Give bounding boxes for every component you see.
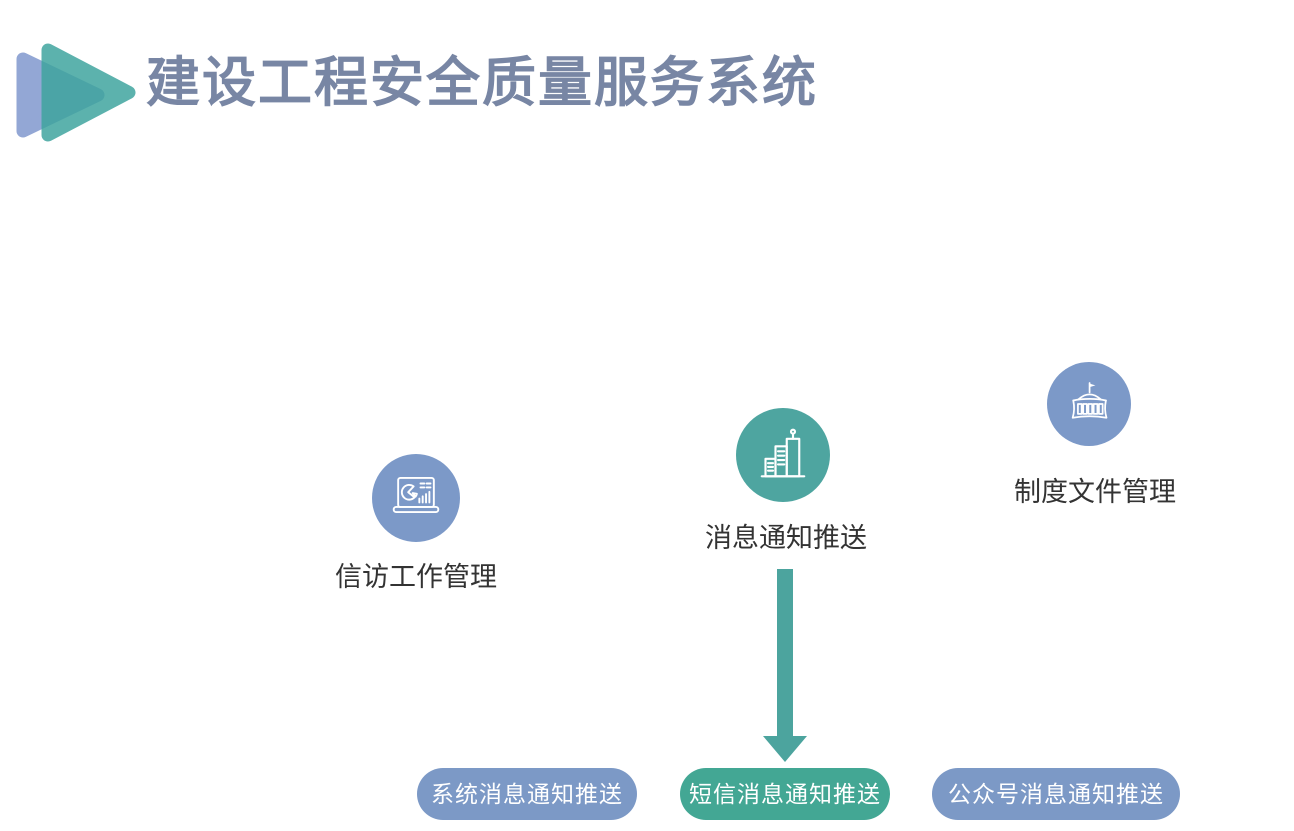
node-circle-message xyxy=(736,408,830,502)
play-triangles-logo xyxy=(16,43,136,142)
pill-sms-message-push: 短信消息通知推送 xyxy=(680,768,890,820)
laptop-analytics-icon xyxy=(392,476,440,514)
node-circle-documents xyxy=(1047,362,1131,446)
node-circle-petition xyxy=(372,454,460,542)
node-label-petition: 信访工作管理 xyxy=(335,562,497,592)
government-building-icon xyxy=(1071,382,1108,419)
page-title: 建设工程安全质量服务系统 xyxy=(146,53,818,113)
logo-front-triangle xyxy=(41,43,136,142)
pill-wechat-official-account-message-push: 公众号消息通知推送 xyxy=(932,768,1180,820)
node-label-message: 消息通知推送 xyxy=(705,523,867,553)
down-arrow-icon xyxy=(763,569,807,762)
city-buildings-icon xyxy=(760,428,806,478)
pill-system-message-push: 系统消息通知推送 xyxy=(417,768,637,820)
node-label-documents: 制度文件管理 xyxy=(1014,477,1176,507)
